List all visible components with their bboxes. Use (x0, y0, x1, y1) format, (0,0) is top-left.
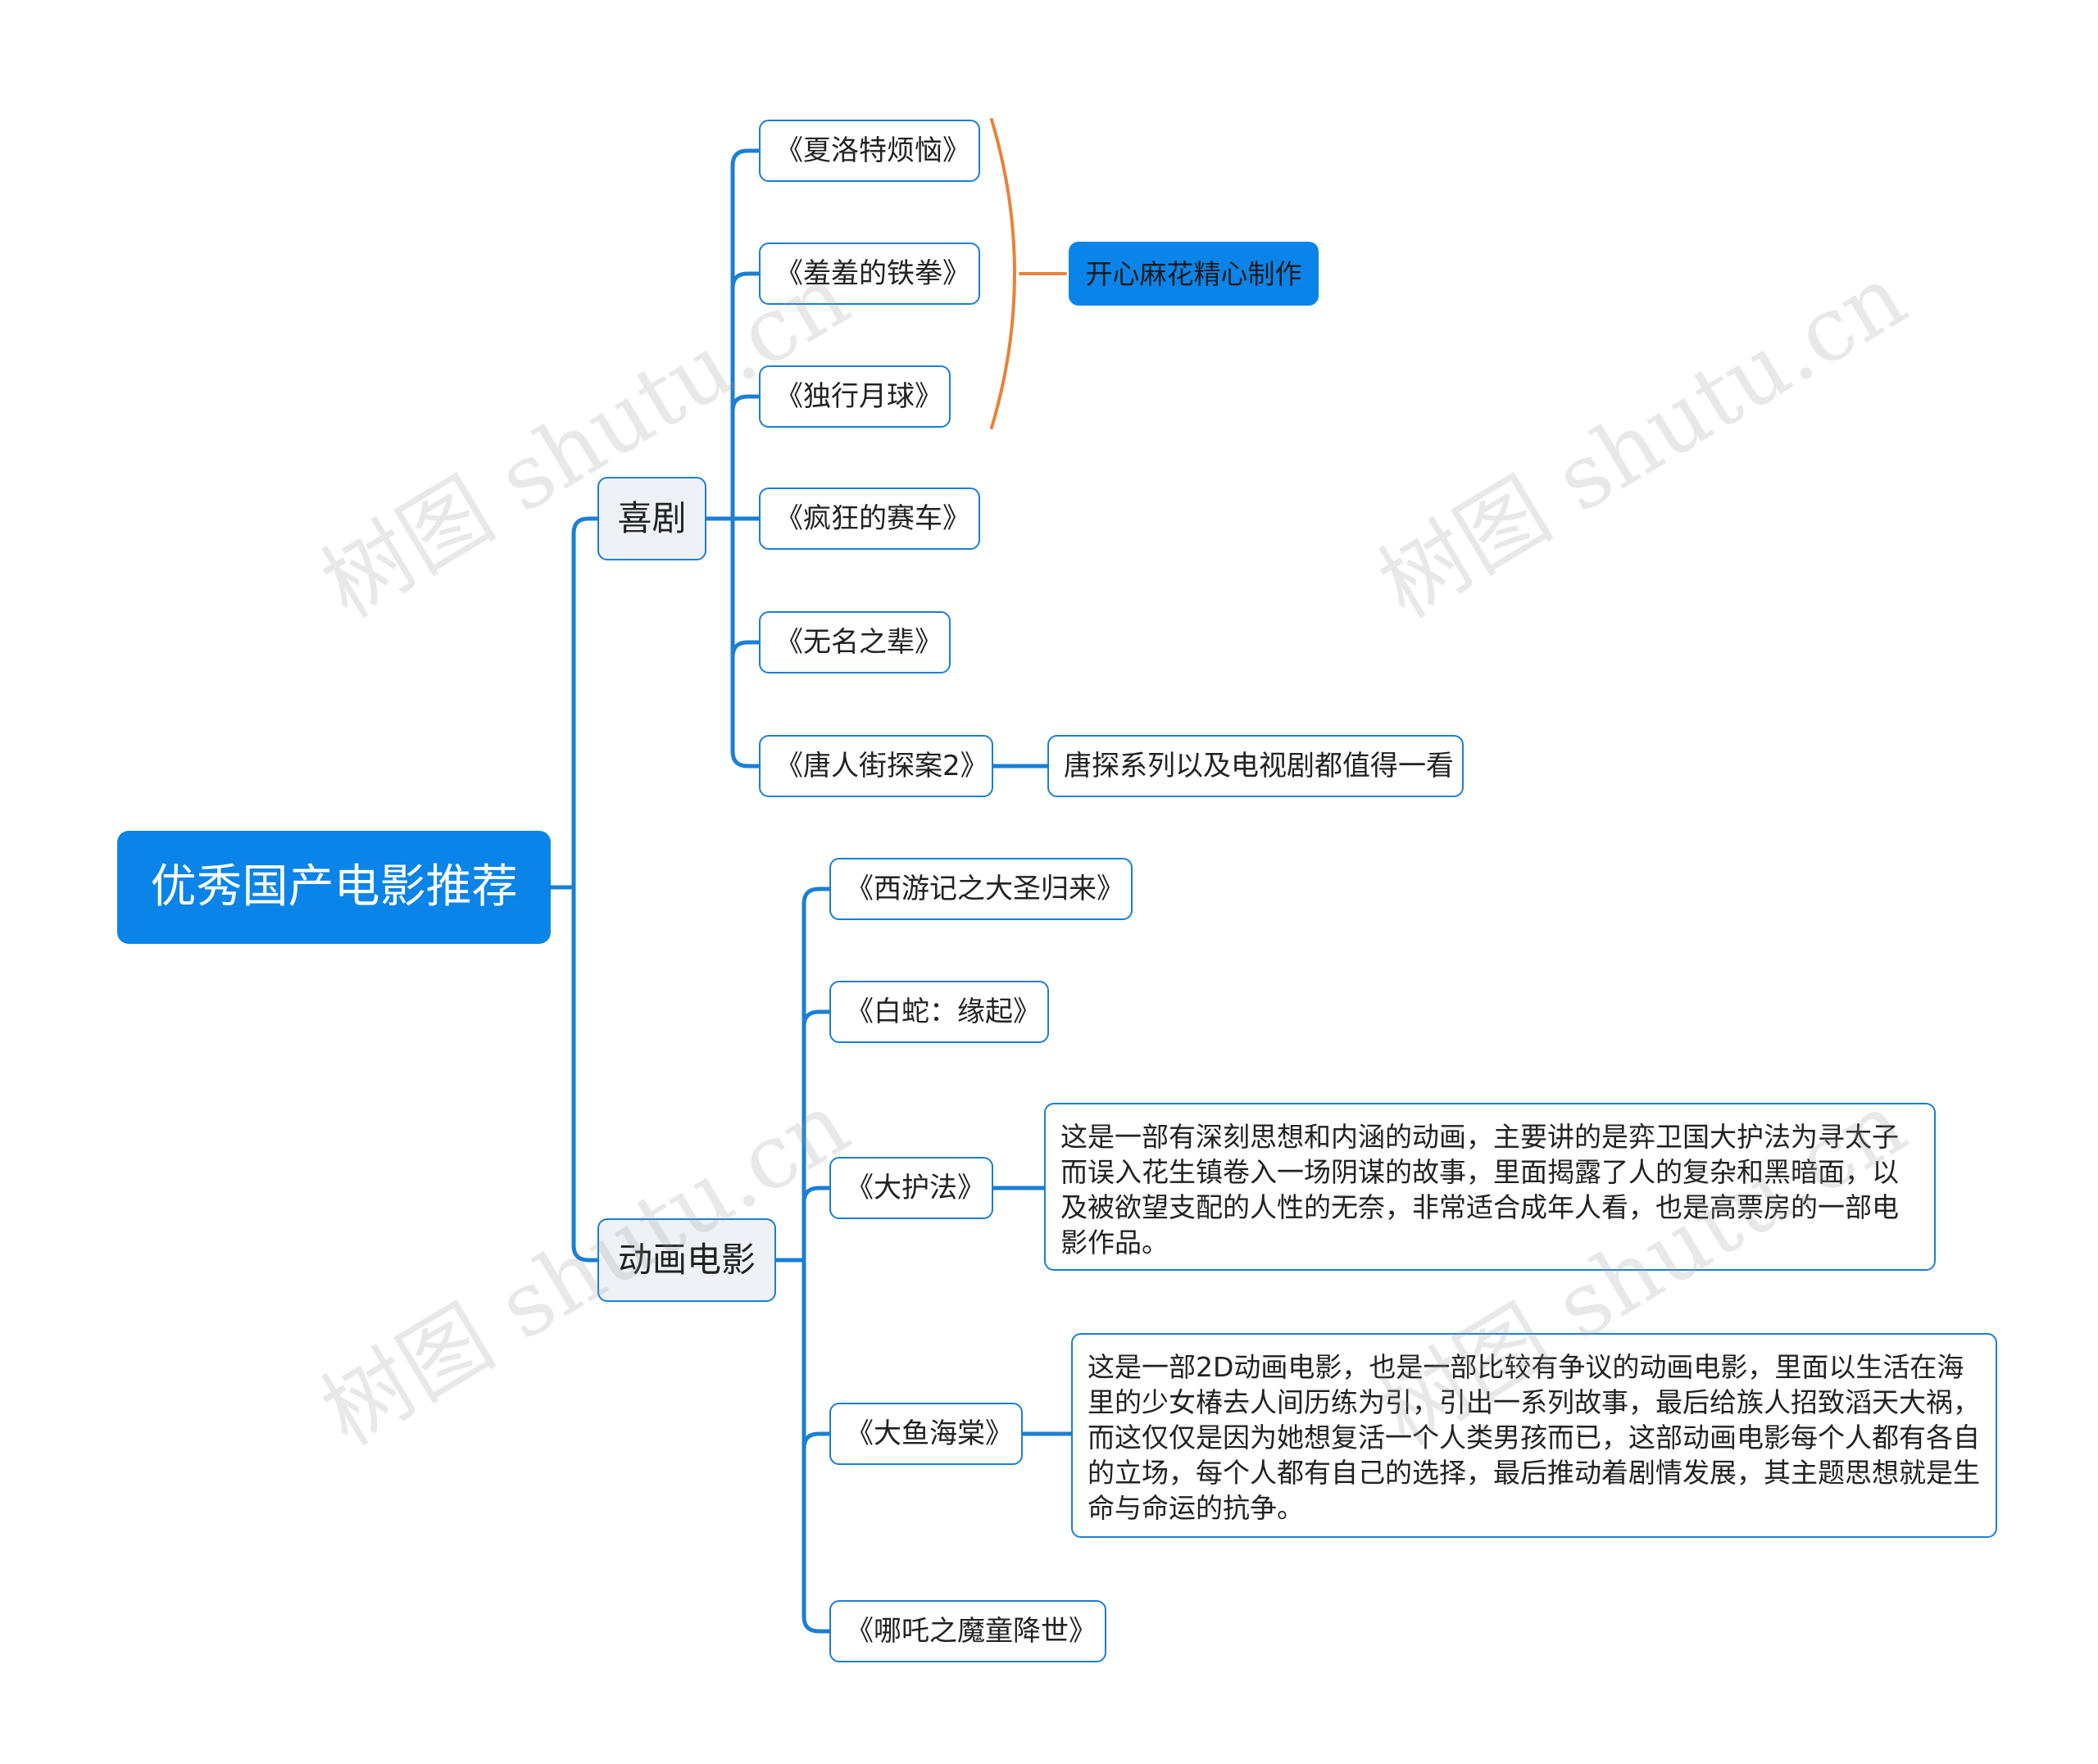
connector-animation-3 (802, 1431, 832, 1451)
connector-animation-2 (802, 1186, 832, 1205)
connector-comedy-trunk (704, 148, 761, 521)
animation-movie-nezha[interactable]: 《哪吒之魔童降世》 (829, 1600, 1106, 1662)
animation-movie-dahufa[interactable]: 《大护法》 (829, 1157, 993, 1219)
animation-movie-baishe[interactable]: 《白蛇：缘起》 (829, 981, 1049, 1043)
connector-root-comedy (548, 516, 600, 890)
comedy-movie-tangren[interactable]: 《唐人街探案2》 (759, 735, 993, 797)
comedy-movie-duxing[interactable]: 《独行月球》 (759, 365, 951, 428)
note-dayu[interactable]: 这是一部2D动画电影，也是一部比较有争议的动画电影，里面以生活在海里的少女椿去人… (1071, 1333, 1997, 1538)
root-topic[interactable]: 优秀国产电影推荐 (117, 831, 551, 944)
connector-animation-trunk (774, 887, 832, 1263)
animation-movie-dayu[interactable]: 《大鱼海棠》 (829, 1403, 1023, 1465)
branch-animation[interactable]: 动画电影 (597, 1218, 776, 1302)
note-tang-series[interactable]: 唐探系列以及电视剧都值得一看 (1047, 735, 1464, 797)
connector-comedy-1 (730, 271, 761, 291)
comedy-movie-xialuote[interactable]: 《夏洛特烦恼》 (759, 120, 980, 182)
connector-comedy-5 (730, 516, 761, 769)
branch-comedy[interactable]: 喜剧 (597, 477, 706, 560)
connector-comedy-2 (730, 394, 761, 414)
connector-comedy-4 (730, 640, 761, 660)
connector-animation-1 (802, 1009, 832, 1029)
comedy-movie-wuming[interactable]: 《无名之辈》 (759, 611, 951, 673)
summary-bracket (990, 118, 1016, 429)
comedy-movie-fengkuang[interactable]: 《疯狂的赛车》 (759, 487, 980, 550)
animation-movie-xiyouji[interactable]: 《西游记之大圣归来》 (829, 858, 1133, 920)
connector-root-animation (548, 885, 600, 1263)
connector-animation-4 (802, 1258, 832, 1634)
note-dahufa[interactable]: 这是一部有深刻思想和内涵的动画，主要讲的是弈卫国大护法为寻太子而误入花生镇卷入一… (1044, 1103, 1936, 1271)
summary-kaixin-mahua[interactable]: 开心麻花精心制作 (1069, 242, 1319, 306)
comedy-movie-xiuxiu[interactable]: 《羞羞的铁拳》 (759, 243, 980, 305)
